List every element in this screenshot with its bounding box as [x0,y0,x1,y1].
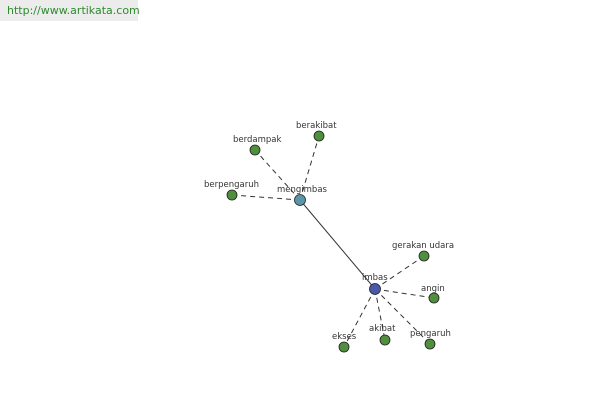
node-berpengaruh[interactable] [226,189,238,201]
node-label-berakibat[interactable]: berakibat [296,121,337,131]
nodes-layer [226,130,440,353]
node-pengaruh[interactable] [424,338,436,350]
node-mengimbas[interactable] [294,194,306,206]
node-berakibat[interactable] [313,130,325,142]
node-angin[interactable] [428,292,440,304]
node-label-gerakan-udara[interactable]: gerakan udara [392,241,454,251]
node-label-akibat[interactable]: akibat [369,324,396,334]
node-label-berpengaruh[interactable]: berpengaruh [204,180,259,190]
edge-imbas-gerakan_udara [374,255,425,290]
edge-imbas-ekses [343,288,376,348]
edges-layer [231,135,435,348]
node-akibat[interactable] [379,334,391,346]
labels-layer: imbas mengimbas berakibat berdampak berpenga… [204,121,454,342]
node-label-pengaruh[interactable]: pengaruh [410,329,451,339]
node-imbas[interactable] [369,283,381,295]
edge-imbas-pengaruh [374,288,431,345]
edge-imbas-mengimbas [299,199,376,290]
edge-imbas-angin [374,288,435,299]
node-berdampak[interactable] [249,144,261,156]
edge-mengimbas-berdampak [254,149,301,201]
edge-mengimbas-berakibat [299,135,320,201]
node-label-berdampak[interactable]: berdampak [233,135,281,145]
edge-mengimbas-berpengaruh [231,194,301,201]
source-url-link[interactable]: http://www.artikata.com [0,0,140,21]
node-label-imbas[interactable]: imbas [362,273,388,283]
node-label-ekses[interactable]: ekses [332,332,357,342]
node-gerakan-udara[interactable] [418,250,430,262]
node-ekses[interactable] [338,341,350,353]
node-label-angin[interactable]: angin [421,284,445,294]
node-label-mengimbas[interactable]: mengimbas [277,185,328,195]
